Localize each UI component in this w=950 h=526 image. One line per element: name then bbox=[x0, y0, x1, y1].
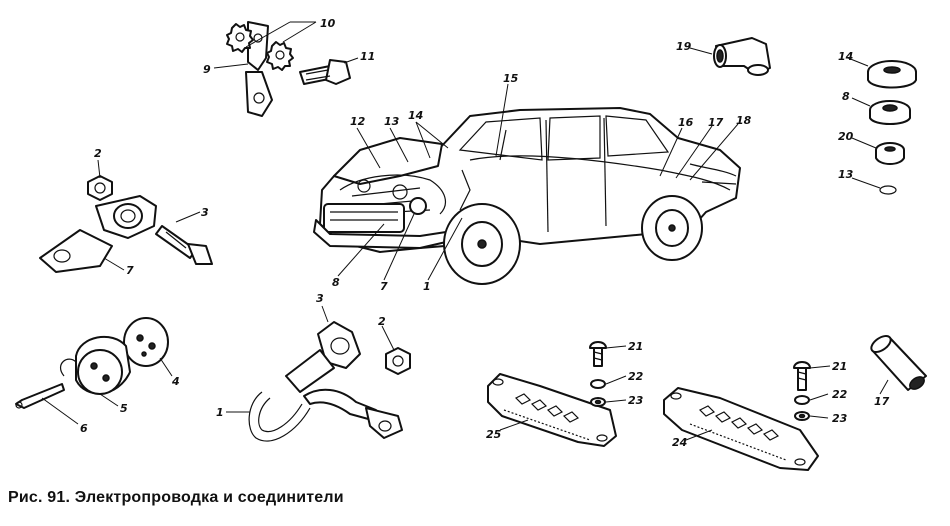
callout-8b: 8 bbox=[842, 90, 850, 103]
callout-13: 13 bbox=[384, 115, 400, 128]
callout-22b: 22 bbox=[832, 388, 848, 401]
callouts-strip-24: 21 22 23 24 bbox=[672, 360, 848, 449]
callout-25: 25 bbox=[486, 428, 502, 441]
terminal-strip-25 bbox=[487, 341, 617, 447]
battery-cable-group bbox=[248, 321, 411, 442]
callouts-top-left: 10 9 11 bbox=[203, 17, 375, 76]
callout-16: 16 bbox=[678, 116, 694, 129]
callout-6: 6 bbox=[80, 422, 88, 435]
cylinder-connector-17: 17 bbox=[870, 335, 927, 408]
callout-2b: 2 bbox=[378, 315, 386, 328]
callout-18: 18 bbox=[736, 114, 752, 127]
callout-19: 19 bbox=[676, 40, 692, 53]
callout-17a: 17 bbox=[708, 116, 724, 129]
callouts-right: 14 8 20 13 bbox=[838, 50, 881, 189]
callout-15: 15 bbox=[503, 72, 519, 85]
callout-14b: 14 bbox=[838, 50, 853, 63]
terminal-strip-24 bbox=[663, 361, 819, 471]
callout-7b: 7 bbox=[380, 280, 388, 293]
elbow-connector-19: 19 bbox=[676, 37, 771, 76]
callout-17b: 17 bbox=[874, 395, 890, 408]
callout-1a: 1 bbox=[423, 280, 431, 293]
callout-23b: 23 bbox=[832, 412, 848, 425]
callouts-bottom-middle: 3 2 1 bbox=[216, 292, 395, 419]
callout-3a: 3 bbox=[201, 206, 209, 219]
callout-24: 24 bbox=[672, 436, 687, 449]
socket-group bbox=[15, 317, 169, 409]
car-body bbox=[313, 107, 741, 285]
callouts-car: 12 13 14 15 16 17 18 8 7 1 bbox=[332, 72, 752, 293]
callouts-bottom-left: 4 5 6 bbox=[41, 357, 180, 435]
callout-20: 20 bbox=[838, 130, 854, 143]
callout-22a: 22 bbox=[628, 370, 644, 383]
callout-10: 10 bbox=[320, 17, 336, 30]
callout-13b: 13 bbox=[838, 168, 854, 181]
callout-12: 12 bbox=[350, 115, 366, 128]
callout-7a: 7 bbox=[126, 264, 134, 277]
callout-1b: 1 bbox=[216, 406, 224, 419]
plate-9-group bbox=[226, 21, 351, 117]
callout-23a: 23 bbox=[628, 394, 644, 407]
callout-14: 14 bbox=[408, 109, 423, 122]
callouts-left: 2 3 7 bbox=[94, 147, 209, 277]
grommet-stack bbox=[867, 60, 917, 195]
callout-3b: 3 bbox=[316, 292, 324, 305]
callout-21b: 21 bbox=[832, 360, 847, 373]
callout-4: 4 bbox=[171, 375, 180, 388]
callout-5: 5 bbox=[120, 402, 128, 415]
callout-8a: 8 bbox=[332, 276, 340, 289]
figure-caption: Рис. 91. Электропроводка и соединители bbox=[8, 489, 344, 506]
terminal-clamp-group bbox=[39, 175, 213, 273]
callout-21a: 21 bbox=[628, 340, 643, 353]
callout-11: 11 bbox=[360, 50, 375, 63]
callout-9: 9 bbox=[203, 63, 211, 76]
callouts-strip-25: 21 22 23 25 bbox=[486, 340, 644, 441]
callout-2a: 2 bbox=[94, 147, 102, 160]
